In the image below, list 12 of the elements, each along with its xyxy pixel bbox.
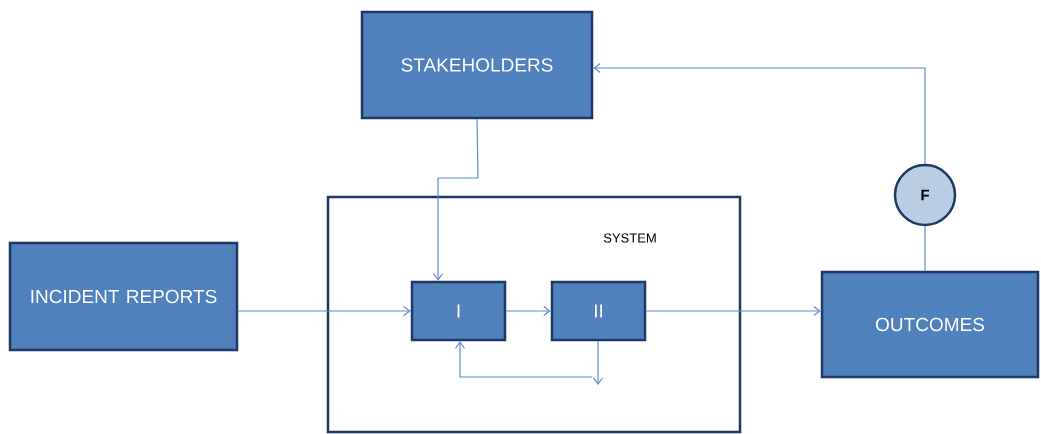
- process-box: STAKEHOLDERS: [360, 10, 594, 120]
- arrow: [505, 305, 551, 317]
- process-box: OUTCOMES: [820, 270, 1040, 379]
- process-box: INCIDENT REPORTS: [8, 241, 239, 352]
- arrow: [432, 118, 479, 281]
- arrow: [593, 62, 926, 165]
- arrow: [454, 341, 593, 378]
- process-box: I: [410, 280, 507, 342]
- arrow: [237, 305, 411, 317]
- arrow: [592, 340, 604, 385]
- process-box: II: [550, 280, 647, 342]
- arrow: [645, 305, 821, 317]
